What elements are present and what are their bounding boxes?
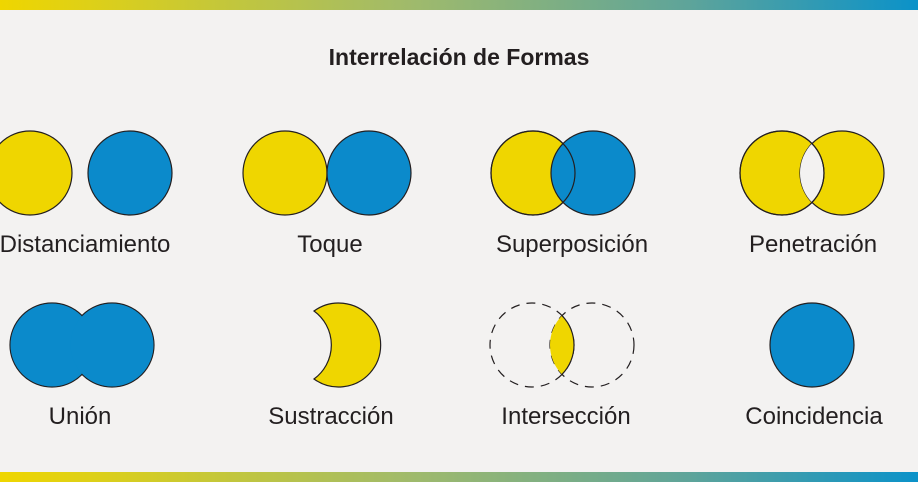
distanciamiento-shape <box>0 130 173 216</box>
label-union: Unión <box>49 403 112 430</box>
label-coincidencia: Coincidencia <box>745 403 883 430</box>
label-interseccion: Intersección <box>501 403 630 430</box>
superposicion-shape <box>490 130 636 216</box>
top-gradient-bar <box>0 0 918 10</box>
sustraccion-shape <box>312 302 382 388</box>
penetracion-shape <box>739 130 885 216</box>
label-sustraccion: Sustracción <box>268 403 393 430</box>
toque-shape <box>242 130 412 216</box>
label-penetracion: Penetración <box>749 231 877 258</box>
union-shape <box>9 302 155 388</box>
bottom-gradient-bar <box>0 472 918 482</box>
label-superposicion: Superposición <box>496 231 648 258</box>
diagram-title: Interrelación de Formas <box>328 44 590 70</box>
interseccion-shape <box>489 302 635 388</box>
label-distanciamiento: Distanciamiento <box>0 231 170 258</box>
coincidencia-shape <box>769 302 855 388</box>
label-toque: Toque <box>297 231 362 258</box>
